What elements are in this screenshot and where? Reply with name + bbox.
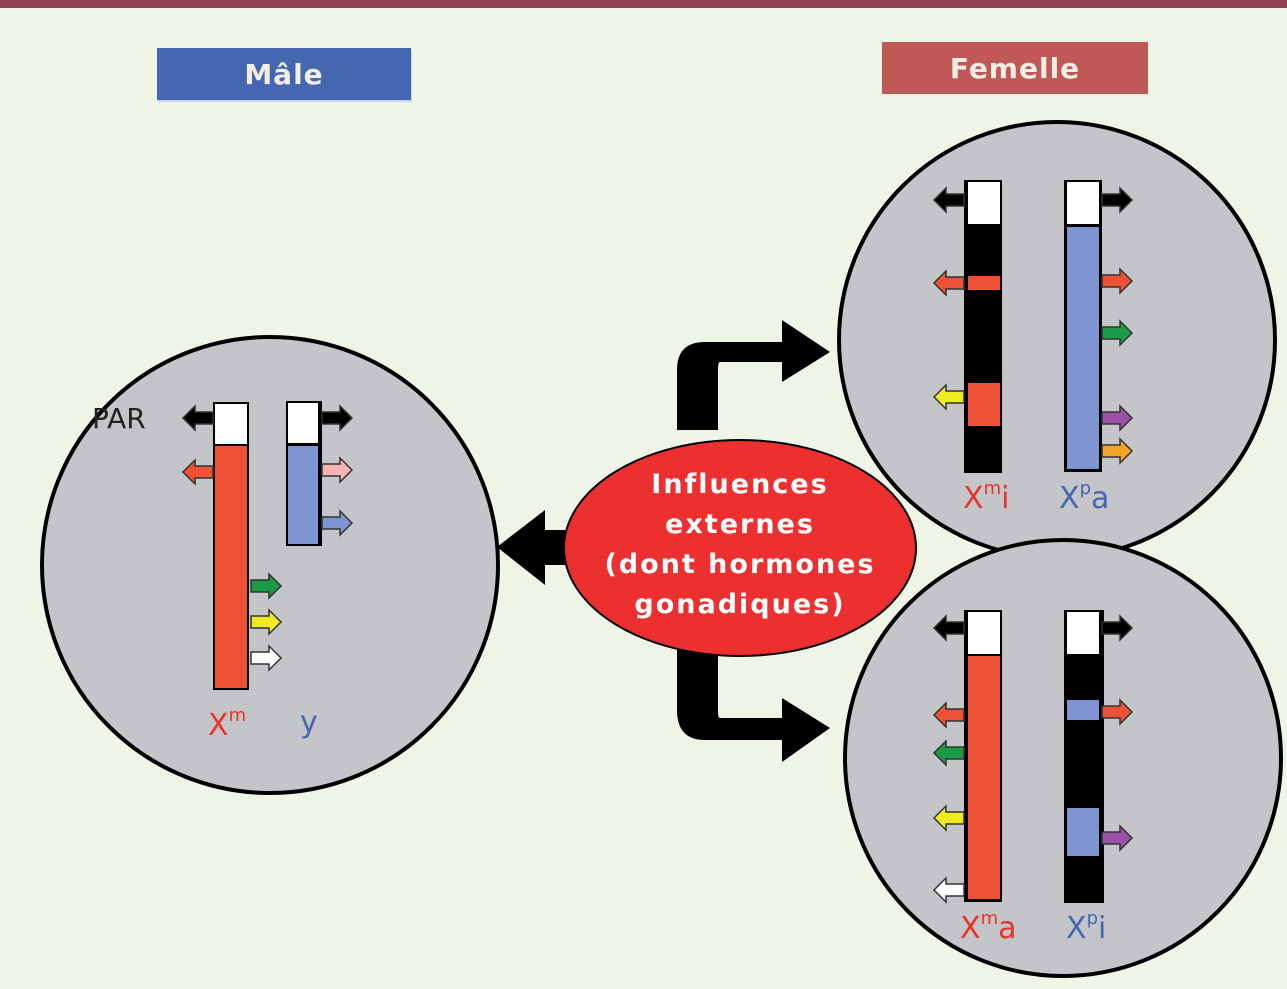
xma-label: Xma <box>960 908 1017 946</box>
female-label-text: Femelle <box>949 51 1081 85</box>
xpi-label: Xpi <box>1066 908 1106 946</box>
female-bottom-cell: Xma Xpi <box>843 538 1283 978</box>
female-bottom-cell-circle <box>843 538 1283 978</box>
oval-text-line1: Influences <box>651 469 828 500</box>
xm-label: Xm <box>208 705 246 743</box>
female-top-cell: Xmi Xpa <box>837 120 1277 560</box>
oval-text-line2: externes <box>665 509 815 540</box>
male-cell: PAR Xm y <box>40 335 500 795</box>
par-label: PAR <box>92 402 146 435</box>
arrow-to-male-icon <box>497 510 570 585</box>
oval-text-line3: (dont hormones <box>604 549 875 580</box>
male-label-text: Mâle <box>244 57 324 91</box>
xpa-label: Xpa <box>1059 478 1109 516</box>
female-top-cell-circle <box>837 120 1277 560</box>
external-influences-oval: Influences externes (dont hormones gonad… <box>563 439 917 657</box>
oval-text-line4: gonadiques) <box>634 589 845 620</box>
top-bar <box>0 0 1287 8</box>
arrow-to-female-top-icon <box>677 320 830 430</box>
female-label: Femelle <box>882 42 1148 94</box>
male-label: Mâle <box>157 48 411 100</box>
connector-arrows <box>497 320 830 762</box>
arrow-to-female-bottom-icon <box>677 650 830 762</box>
xmi-label: Xmi <box>963 478 1009 516</box>
male-cell-circle <box>40 335 500 795</box>
y-label: y <box>300 705 318 740</box>
